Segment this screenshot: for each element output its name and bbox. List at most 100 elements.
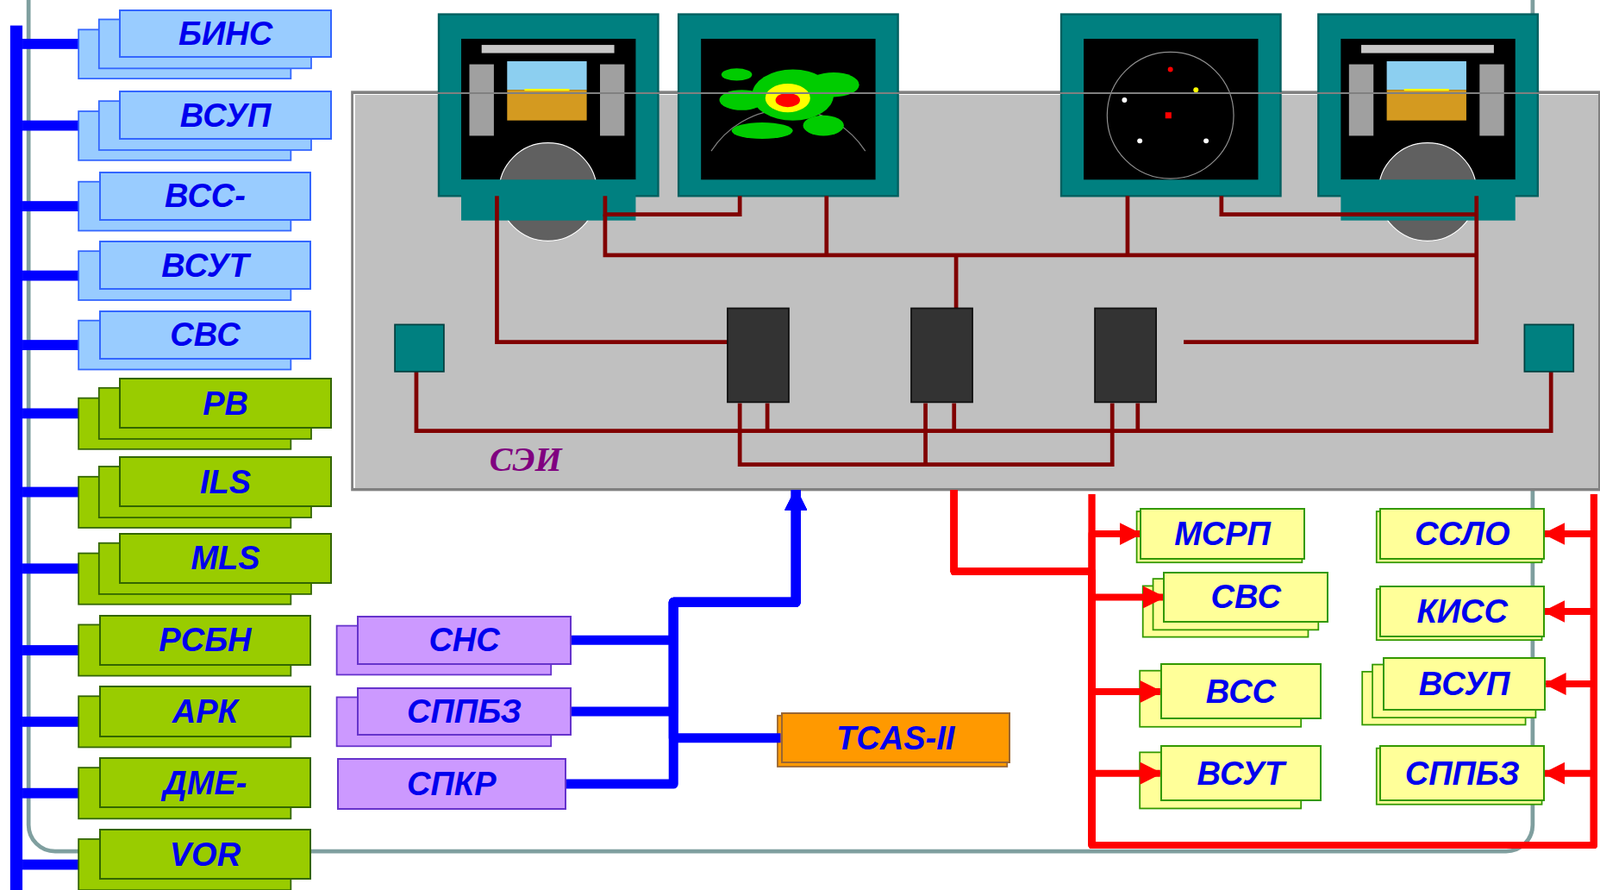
unit-name: ВСУП [180, 99, 272, 132]
unit-box: СНС [356, 615, 572, 665]
bus-stub [22, 859, 80, 870]
bus-connector [954, 489, 1161, 692]
unit-name: РСБН [158, 623, 251, 657]
bus-stub [22, 339, 80, 350]
unit-box: КИСС [1379, 585, 1545, 637]
altitude-tape [600, 64, 625, 137]
unit-box: MLS [118, 532, 332, 584]
panel-ground [351, 92, 1600, 491]
unit-name: АРК [172, 694, 238, 728]
unit-box: СППБЗ [356, 687, 572, 737]
weather-echo [765, 83, 811, 113]
unit-name: ВСС- [164, 179, 246, 213]
aircraft-symbol [524, 88, 569, 91]
weather-core [775, 93, 800, 108]
unit-name: ILS [200, 465, 251, 499]
attitude-ground [506, 89, 587, 121]
processor-unit [911, 307, 973, 402]
bus-stub [22, 562, 80, 574]
aircraft-symbol [1404, 88, 1450, 91]
unit-name: СВС [1211, 580, 1282, 613]
data-bus [10, 25, 23, 890]
bus-connector [954, 489, 1594, 845]
processor-unit [727, 307, 789, 402]
bus-stub [22, 200, 80, 212]
wire [605, 195, 740, 214]
speed-tape [1349, 64, 1374, 137]
unit-box: TCAS-II [781, 712, 1011, 763]
unit-box: ВСС- [99, 171, 312, 221]
unit-box: РСБН [99, 614, 312, 666]
traffic-symbol [1203, 137, 1209, 144]
range-ring [1106, 51, 1234, 179]
unit-box: ССЛО [1379, 507, 1545, 559]
display-bezel [678, 14, 898, 197]
bus-connector [954, 489, 1594, 845]
bus-connector [954, 489, 1594, 845]
unit-box: ДМЕ- [99, 756, 312, 808]
unit-name: ВСУТ [161, 249, 249, 282]
display-bezel [1061, 14, 1281, 197]
unit-name: РВ [202, 387, 249, 420]
wire [416, 371, 1551, 432]
unit-box: АРК [99, 685, 312, 737]
unit-name: ВСУТ [1197, 756, 1285, 790]
unit-box: СПКР [337, 757, 567, 809]
bus-stub [22, 120, 80, 132]
unit-name: VOR [169, 837, 241, 871]
unit-box: ILS [118, 456, 332, 507]
unit-name: ВСС [1206, 675, 1276, 708]
attitude-sky [1387, 61, 1467, 90]
unit-name: СНС [428, 623, 500, 657]
panel-highlight [354, 93, 1600, 488]
unit-box: ВСУП [118, 90, 332, 140]
attitude-ground [1387, 89, 1467, 121]
unit-box: ВСС [1160, 662, 1322, 719]
wire [767, 403, 1138, 432]
unit-name: МСРП [1174, 517, 1271, 550]
unit-name: СППБЗ [406, 694, 522, 728]
weather-echo [803, 115, 844, 137]
altitude-tape [1479, 64, 1504, 137]
bus-connector [673, 489, 796, 738]
bus-stub [22, 407, 80, 419]
unit-box: ВСУТ [99, 240, 312, 290]
weather-echo [721, 68, 753, 81]
control-unit [1524, 324, 1574, 371]
attitude-sky [506, 61, 587, 90]
display-screen [1083, 38, 1258, 180]
top-scale [1361, 44, 1494, 53]
unit-name: КИСС [1416, 594, 1508, 628]
bus-stub [22, 270, 80, 282]
speed-tape [468, 64, 494, 137]
unit-name: ССЛО [1414, 517, 1511, 550]
wire [826, 195, 1128, 308]
unit-box: БИНС [118, 9, 332, 59]
unit-box: ВСУТ [1160, 744, 1322, 801]
unit-box: СВС [1162, 571, 1329, 623]
traffic-symbol [1168, 67, 1174, 73]
bus-connector [571, 489, 796, 640]
system-panel: СЭИ [351, 92, 1600, 491]
wire [1183, 195, 1477, 342]
unit-name: ВСУП [1418, 667, 1511, 700]
traffic-symbol [1137, 137, 1143, 144]
panel-label: СЭИ [489, 442, 563, 477]
unit-box: ВСУП [1382, 656, 1546, 711]
unit-box: VOR [99, 828, 312, 880]
control-unit [394, 324, 444, 371]
unit-name: MLS [190, 541, 260, 575]
display-screen [700, 38, 875, 180]
unit-name: СПКР [406, 767, 496, 800]
bus-stub [22, 487, 80, 498]
unit-name: СВС [169, 318, 240, 351]
weather-echo [731, 122, 794, 139]
unit-name: БИНС [178, 17, 273, 50]
bus-stub [22, 716, 80, 727]
unit-box: МСРП [1139, 507, 1306, 559]
wire [605, 214, 1477, 256]
bus-stub [22, 38, 80, 50]
bus-stub [22, 644, 80, 656]
bus-connector [566, 489, 796, 784]
